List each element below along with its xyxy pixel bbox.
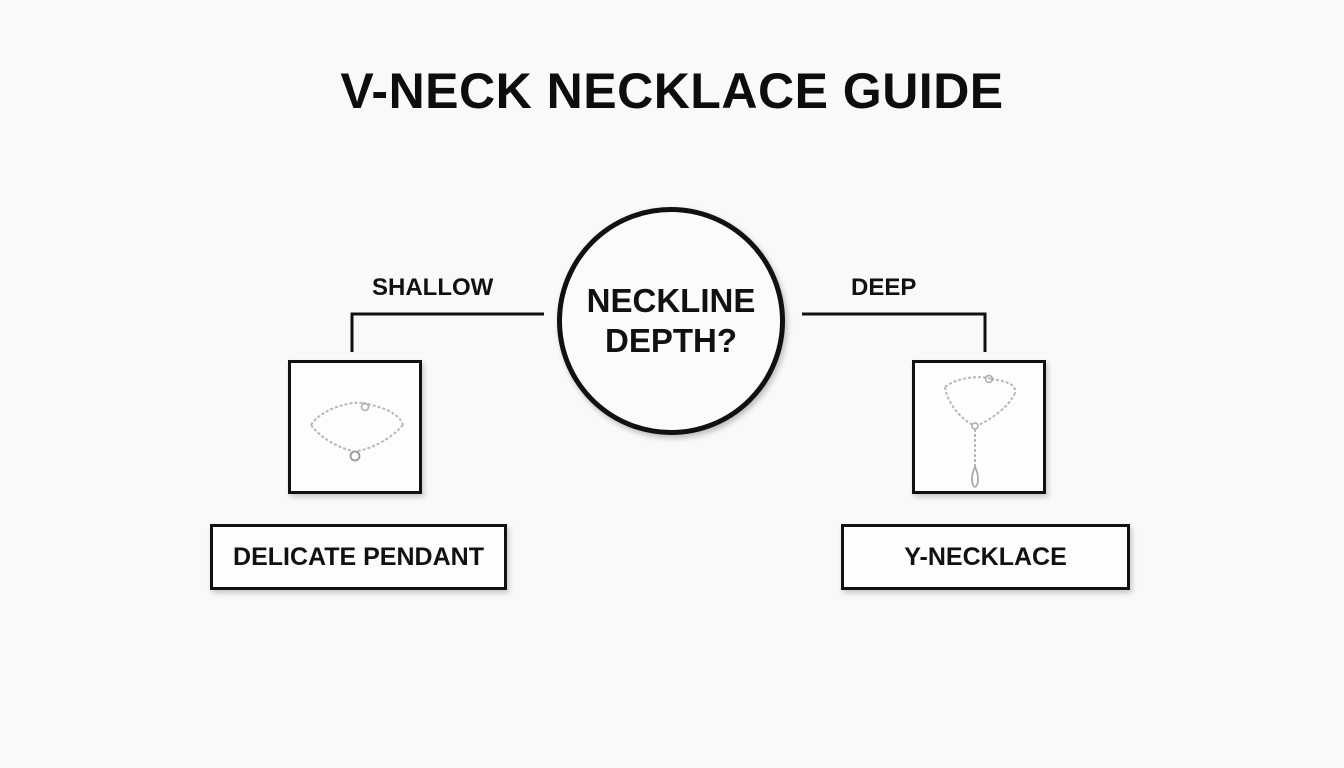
diagram-title: V-NECK NECKLACE GUIDE bbox=[340, 63, 1004, 119]
decision-question-line1: NECKLINE bbox=[586, 282, 756, 319]
right-connector-line bbox=[802, 312, 987, 352]
y-necklace-icon bbox=[944, 374, 1017, 489]
decision-question-line2: DEPTH? bbox=[605, 322, 737, 359]
result-delicate-pendant: DELICATE PENDANT bbox=[210, 524, 507, 590]
decision-node: NECKLINE DEPTH? bbox=[557, 207, 785, 435]
delicate-pendant-necklace-icon bbox=[310, 401, 404, 462]
branch-label-deep: DEEP bbox=[851, 274, 917, 301]
delicate-pendant-image bbox=[288, 360, 422, 494]
result-y-necklace: Y-NECKLACE bbox=[841, 524, 1130, 590]
y-necklace-image bbox=[912, 360, 1046, 494]
branch-label-shallow: SHALLOW bbox=[372, 274, 494, 301]
left-connector-line bbox=[350, 312, 544, 352]
